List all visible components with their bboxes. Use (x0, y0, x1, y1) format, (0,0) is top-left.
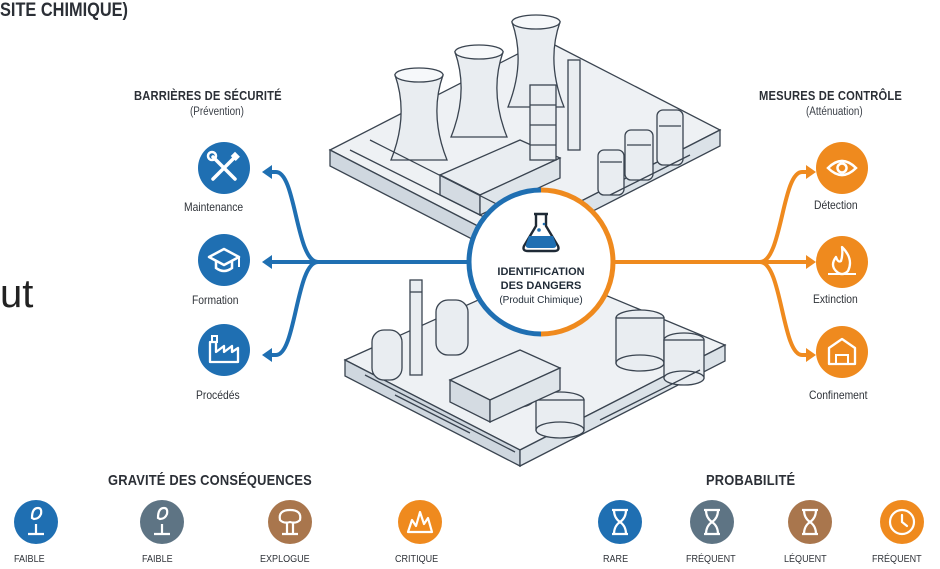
arrowheads (262, 165, 816, 362)
probability-level-3: LÉQUENT (784, 553, 827, 565)
flask-icon (522, 212, 560, 253)
center-line3: (Produit Chimique) (499, 295, 583, 306)
severity-level-3: EXPLOGUE (260, 553, 310, 565)
eye-icon (816, 142, 868, 194)
severity-low-2-icon (140, 500, 184, 544)
connector-lines (266, 170, 812, 357)
probability-level-2: FRÉQUENT (686, 553, 736, 565)
plant-upper-illustration (328, 14, 722, 258)
center-line1: IDENTIFICATION (497, 266, 585, 278)
severity-title: GRAVITÉ DES CONSÉQUENCES (108, 472, 312, 489)
left-panel-subtitle: (Prévention) (190, 106, 244, 118)
severity-level-2: FAIBLE (142, 553, 173, 565)
right-item-detection: Détection (814, 198, 858, 212)
severity-level-1: FAIBLE (14, 553, 45, 565)
right-item-extinction: Extinction (813, 292, 858, 306)
side-text-fragment: ut (0, 272, 34, 316)
right-panel-title: MESURES DE CONTRÔLE (759, 88, 903, 103)
hourglass-rare-icon (598, 500, 642, 544)
left-item-maintenance: Maintenance (184, 200, 244, 214)
right-item-confinement: Confinement (809, 388, 868, 402)
top-title: SITE CHIMIQUE) (0, 0, 129, 21)
severity-level-4: CRITIQUE (395, 553, 439, 565)
left-panel-title: BARRIÈRES DE SÉCURITÉ (134, 88, 282, 103)
left-item-procedes: Procédés (196, 388, 240, 402)
probability-title: PROBABILITÉ (706, 472, 796, 489)
hourglass-lequent-icon (788, 500, 832, 544)
probability-level-1: RARE (603, 553, 629, 565)
graduation-cap-icon (198, 234, 250, 286)
explosion-icon (268, 500, 312, 544)
critical-blast-icon (398, 500, 442, 544)
left-item-formation: Formation (192, 293, 239, 307)
right-panel-subtitle: (Atténuation) (806, 106, 863, 118)
factory-process-icon (198, 324, 250, 376)
center-line2: DES DANGERS (500, 280, 582, 292)
flame-icon (816, 236, 868, 288)
probability-level-4: FRÉQUENT (872, 553, 922, 565)
clock-icon (880, 500, 924, 544)
wrench-screwdriver-icon (198, 142, 250, 194)
center-hub (466, 187, 616, 337)
severity-low-icon (14, 500, 58, 544)
hourglass-frequent-icon (690, 500, 734, 544)
plant-lower-illustration (343, 269, 727, 468)
containment-icon (816, 326, 868, 378)
